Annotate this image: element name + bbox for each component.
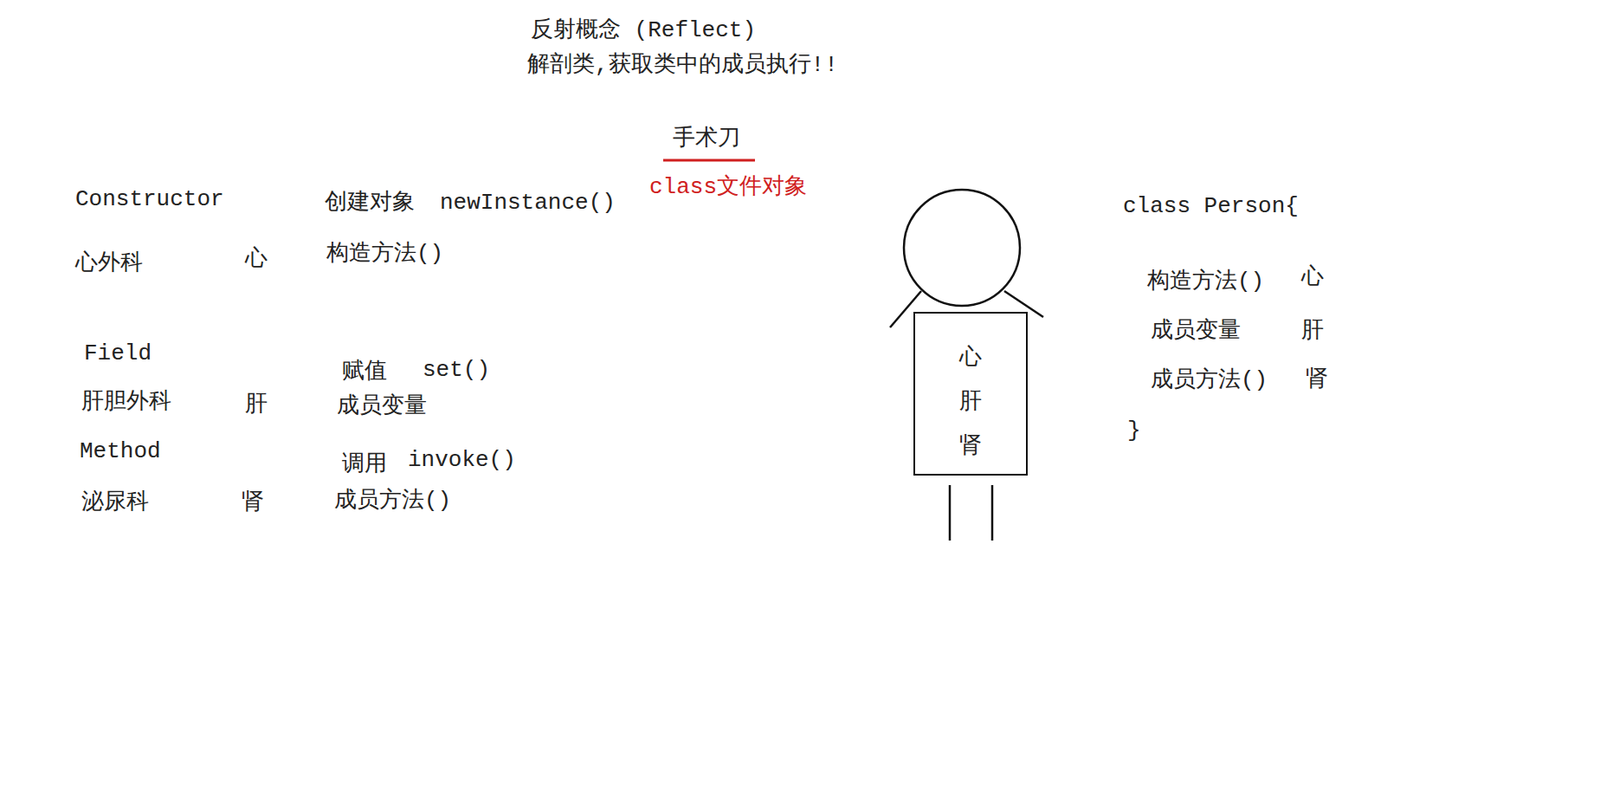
method-name: set() bbox=[422, 356, 491, 383]
organ-label: 肝 bbox=[1301, 317, 1324, 344]
member-label: 成员变量 bbox=[1150, 317, 1241, 344]
person-leg bbox=[991, 484, 994, 541]
department-label: 心外科 bbox=[75, 250, 143, 277]
class-file-label: class文件对象 bbox=[649, 174, 807, 200]
member-label: 构造方法() bbox=[1147, 268, 1265, 295]
code-line: class Person{ bbox=[1122, 193, 1299, 220]
organ-label: 心 bbox=[1301, 264, 1324, 291]
organ-label: 心 bbox=[915, 335, 1026, 381]
member-label: 构造方法() bbox=[326, 240, 444, 267]
organ-label: 肝 bbox=[245, 391, 268, 418]
class-name: Field bbox=[83, 340, 152, 367]
title: 反射概念 (Reflect) bbox=[530, 17, 756, 44]
member-label: 成员方法() bbox=[1150, 367, 1268, 394]
action-label: 赋值 bbox=[341, 358, 388, 385]
code-line: } bbox=[1127, 417, 1142, 444]
organ-label: 肾 bbox=[915, 424, 1026, 469]
red-underline bbox=[663, 159, 755, 162]
action-label: 调用 bbox=[341, 451, 388, 478]
member-label: 成员变量 bbox=[336, 393, 427, 420]
method-name: newInstance() bbox=[439, 189, 616, 216]
class-name: Method bbox=[79, 438, 162, 465]
person-body: 心肝肾 bbox=[913, 311, 1028, 476]
member-label: 成员方法() bbox=[334, 487, 452, 514]
class-name: Constructor bbox=[75, 186, 225, 213]
department-label: 肝胆外科 bbox=[81, 388, 172, 415]
organ-label: 肝 bbox=[915, 380, 1026, 425]
person-leg bbox=[948, 484, 952, 541]
scalpel-label: 手术刀 bbox=[672, 125, 741, 152]
organ-label: 心 bbox=[245, 245, 268, 272]
organ-label: 肾 bbox=[241, 489, 265, 516]
subtitle: 解剖类,获取类中的成员执行!! bbox=[527, 51, 839, 78]
action-label: 创建对象 bbox=[324, 189, 415, 216]
organ-label: 肾 bbox=[1305, 366, 1329, 393]
department-label: 泌尿科 bbox=[81, 489, 149, 516]
method-name: invoke() bbox=[407, 446, 517, 473]
person-head bbox=[903, 189, 1020, 306]
